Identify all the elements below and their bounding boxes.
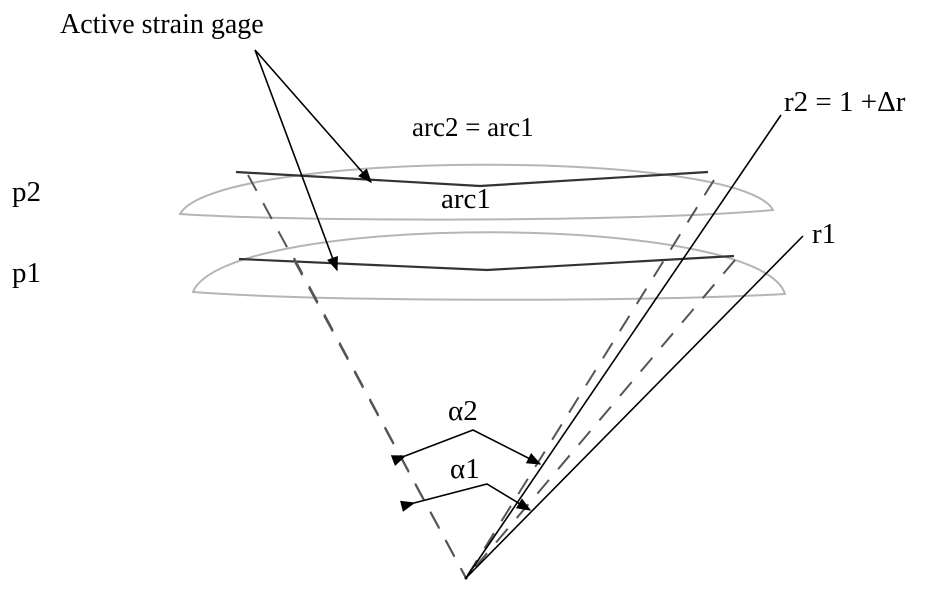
pointer-arrow-lower: [254, 49, 338, 272]
arc2-eq-arc1-label: arc2 = arc1: [412, 112, 534, 142]
alpha2-label: α2: [448, 395, 478, 427]
p2-label: p2: [12, 176, 41, 208]
r2-label: r2 = 1 +Δr: [784, 86, 906, 118]
arc1-label: arc1: [441, 183, 491, 215]
alpha1-label: α1: [450, 453, 480, 485]
r1-line: [465, 235, 804, 579]
apex-vertex: [464, 576, 468, 580]
p1-label: p1: [12, 257, 41, 289]
alpha1-bracket: [400, 483, 532, 512]
alpha2-bracket: [390, 429, 542, 467]
dashed-radial-lines: [247, 174, 736, 579]
upper-lens-outline: [178, 163, 775, 221]
r1-label: r1: [812, 218, 836, 250]
active-strain-gage-label: Active strain gage: [60, 9, 264, 40]
lower-lens-outline: [191, 231, 787, 301]
pointer-arrow-upper: [254, 49, 372, 184]
upper-gage-line: [235, 170, 709, 188]
lower-gage-line: [238, 254, 735, 272]
